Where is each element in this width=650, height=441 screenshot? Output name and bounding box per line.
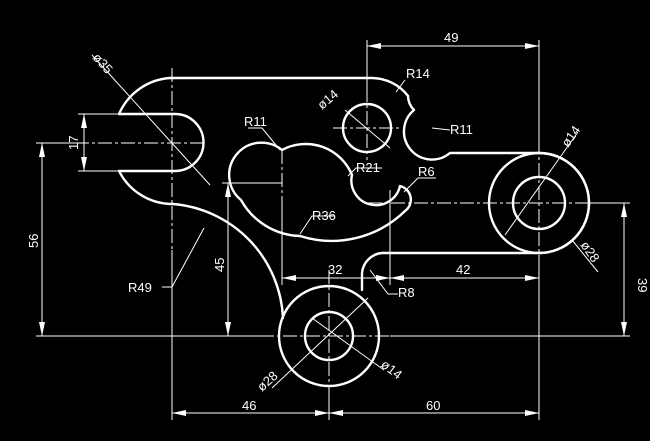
left-fork-outline <box>117 112 285 320</box>
dim-49-arrow-right <box>525 43 539 49</box>
leaders <box>91 54 599 389</box>
right-arm-bottom <box>360 251 541 292</box>
kidney-slot <box>227 141 412 243</box>
leader-dia35 <box>91 54 211 186</box>
leader-r11-left <box>248 127 281 151</box>
dim-49-label: 49 <box>444 30 458 45</box>
upper-hole <box>341 102 393 154</box>
top-edge <box>168 76 410 98</box>
dim-17-arrow-top <box>81 114 87 128</box>
dim-42-label: 42 <box>456 262 470 277</box>
leader-dia28-bottom <box>271 297 369 389</box>
dim-56-arrow-bottom <box>39 322 45 336</box>
dim-r36-label: R36 <box>312 208 336 223</box>
leader-dia14-upper <box>344 109 391 149</box>
dim-r49-label: R49 <box>128 280 152 295</box>
dim-dia14-right-label: ø14 <box>558 123 583 150</box>
dim-39-arrow-top <box>621 203 627 217</box>
dim-45-arrow-bottom <box>225 322 231 336</box>
dim-39-label: 39 <box>635 278 650 292</box>
left-fork-top-arc <box>117 76 172 116</box>
dim-dia28-bottom-label: ø28 <box>254 368 281 394</box>
dim-r14-label: R14 <box>406 66 430 81</box>
leader-dia28-right <box>571 239 599 273</box>
dim-17-label: 17 <box>66 136 81 150</box>
dim-r11-right-label: R11 <box>450 122 473 137</box>
dim-56-label: 56 <box>26 234 41 248</box>
dim-60-arrow-right <box>525 410 539 416</box>
dim-dia28-right-label: ø28 <box>578 238 603 265</box>
leader-r36 <box>299 215 335 235</box>
dimension-lines <box>39 43 627 416</box>
dim-r21-label: R21 <box>356 160 380 175</box>
dim-dia14-bottom-label: ø14 <box>378 357 405 383</box>
dim-32-label: 32 <box>328 262 342 277</box>
dim-39-arrow-bottom <box>621 322 627 336</box>
dim-45-label: 45 <box>212 258 227 272</box>
leader-r21 <box>347 167 382 177</box>
leader-dia14-bottom <box>311 317 385 371</box>
dim-60-arrow-left <box>329 410 343 416</box>
dim-r11-left-label: R11 <box>244 114 267 129</box>
dim-46-label: 46 <box>242 398 256 413</box>
dim-46-arrow-left <box>172 410 186 416</box>
dim-32-arrow-right <box>376 275 390 281</box>
bottom-hole <box>303 310 355 362</box>
dim-r6-label: R6 <box>418 164 435 179</box>
leader-r49 <box>162 227 205 288</box>
dim-56-arrow-top <box>39 143 45 157</box>
dim-60-label: 60 <box>426 398 440 413</box>
dim-45-arrow-top <box>225 183 231 197</box>
part-outline <box>117 76 591 388</box>
leader-r11-right <box>431 127 451 131</box>
dim-dia35-label: ø35 <box>90 50 116 77</box>
dim-49-arrow-left <box>367 43 381 49</box>
dim-42-arrow-left <box>390 275 404 281</box>
dim-dia14-upper-label: ø14 <box>314 86 341 112</box>
dim-46-arrow-right <box>315 410 329 416</box>
leader-dia14-right <box>504 131 579 236</box>
dim-17-arrow-bottom <box>81 157 87 171</box>
right-arm-top <box>402 94 541 161</box>
extension-lines <box>36 40 630 420</box>
dim-r8-label: R8 <box>398 285 415 300</box>
leader-r8 <box>369 269 398 295</box>
right-hole <box>511 175 567 231</box>
leader-r6 <box>403 177 436 193</box>
dim-42-arrow-right <box>525 275 539 281</box>
leader-r14 <box>395 79 406 93</box>
dim-32-arrow-left <box>282 275 296 281</box>
